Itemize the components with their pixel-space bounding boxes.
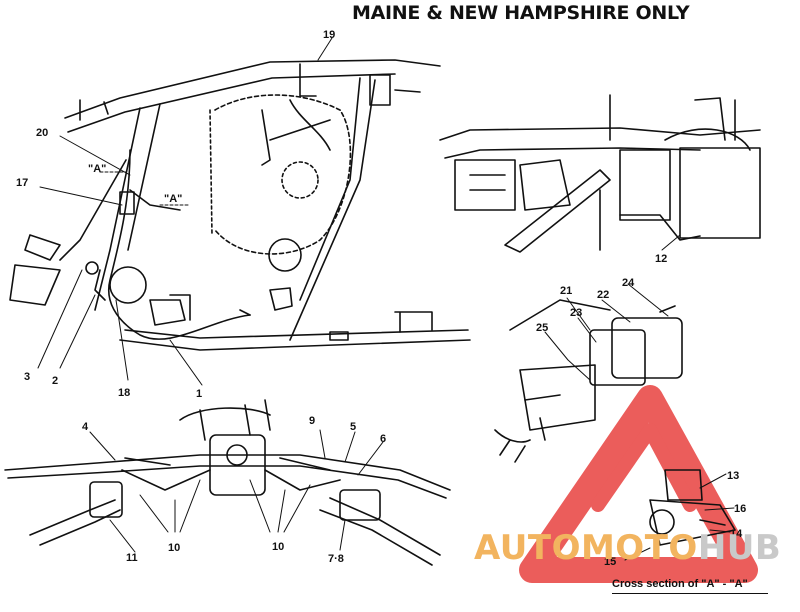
callout-10-left: 10 [168, 542, 180, 554]
callout-7-8: 7·8 [328, 553, 344, 565]
callout-18: 18 [118, 387, 130, 399]
callout-12: 12 [655, 253, 667, 265]
callout-4: 4 [82, 421, 89, 433]
watermark-text: AUTOMOTOHUB [474, 528, 781, 568]
callout-19: 19 [323, 29, 335, 41]
section-caption: Cross section of "A" - "A" [612, 578, 748, 590]
page-title: MAINE & NEW HAMPSHIRE ONLY [352, 2, 690, 24]
callout-17: 17 [16, 177, 28, 189]
callout-10-right: 10 [272, 541, 284, 553]
callout-6: 6 [380, 433, 386, 445]
callout-2: 2 [52, 375, 58, 387]
callout-labels: 19 20 17 "A" "A" 3 2 18 1 4 9 5 6 10 10 … [16, 29, 746, 568]
caption-underline [612, 593, 768, 594]
callout-3: 3 [24, 371, 30, 383]
section-marker-left: "A" [88, 163, 106, 175]
frame-harness-view [9, 59, 471, 351]
callout-9: 9 [309, 415, 315, 427]
callout-23: 23 [570, 307, 582, 319]
handlebar-view [4, 399, 451, 566]
callout-20: 20 [36, 127, 48, 139]
watermark-text-part2: HUB [697, 528, 782, 568]
callout-14: 14 [730, 528, 743, 540]
callout-21: 21 [560, 285, 572, 297]
cross-section-view [649, 469, 736, 546]
callout-25: 25 [536, 322, 548, 334]
section-marker-right: "A" [164, 193, 182, 205]
battery-relay-view [439, 94, 761, 253]
callout-22: 22 [597, 289, 609, 301]
callout-13: 13 [727, 470, 739, 482]
callout-11: 11 [126, 552, 138, 564]
watermark-logo-icon [519, 385, 758, 583]
callout-16: 16 [734, 503, 746, 515]
callout-5: 5 [350, 421, 356, 433]
callout-1: 1 [196, 388, 202, 400]
license-lamp-view [494, 299, 683, 463]
leader-lines [37, 37, 735, 561]
callout-24: 24 [622, 277, 635, 289]
callout-15: 15 [604, 556, 616, 568]
watermark-text-part1: AUTOMOTO [474, 528, 698, 568]
